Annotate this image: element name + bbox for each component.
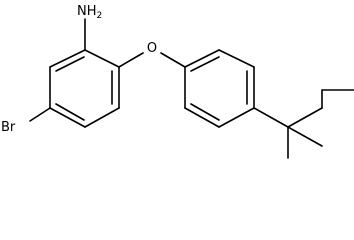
ether-oxygen-label: O	[147, 41, 157, 56]
bond-c3-c4	[84, 107, 120, 128]
bond-c1-c2	[84, 49, 120, 68]
bromine-label: Br	[1, 120, 16, 135]
amine-symbol: NH	[77, 4, 97, 19]
left-benzene-ring	[49, 49, 120, 128]
tert-pentyl-group	[253, 89, 354, 159]
bond-ring-quaternary-carbon	[253, 107, 289, 128]
bond-quaternary-methylene	[287, 107, 323, 128]
chemical-structure: NH2 O Br	[1, 4, 354, 159]
bond-quaternary-methyl-right	[287, 126, 323, 147]
double-bond-c4-c5	[55, 103, 85, 121]
double-bond-c1-c6	[55, 56, 85, 72]
bond-c5-bromine	[29, 107, 51, 122]
bond-c11-c12	[184, 107, 220, 128]
bond-c4-c5	[49, 107, 86, 128]
bond-c8-c9	[218, 49, 255, 68]
bond-c10-c11	[218, 107, 255, 128]
amine-subscript: 2	[97, 11, 103, 21]
bond-c7-c8	[184, 49, 220, 68]
amine-label: NH2	[77, 4, 102, 21]
double-bond-c7-c8	[190, 56, 220, 72]
bond-c2-oxygen	[118, 52, 144, 68]
double-bond-c11-c12	[190, 103, 220, 121]
bond-c6-c1	[49, 49, 86, 68]
bond-oxygen-c7	[160, 52, 186, 68]
right-benzene-ring	[184, 49, 255, 128]
